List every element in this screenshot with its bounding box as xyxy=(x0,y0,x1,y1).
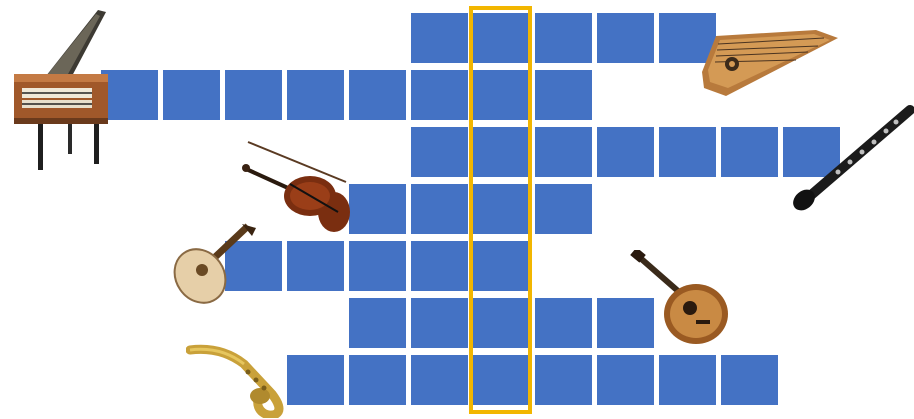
key-letter-cell[interactable] xyxy=(472,183,531,235)
letter-cell[interactable] xyxy=(348,183,407,235)
letter-cell[interactable] xyxy=(596,126,655,178)
letter-cell[interactable] xyxy=(410,354,469,406)
letter-cell[interactable] xyxy=(596,12,655,64)
letter-cell[interactable] xyxy=(162,69,221,121)
letter-cell[interactable] xyxy=(720,354,779,406)
letter-cell[interactable] xyxy=(410,69,469,121)
letter-cell[interactable] xyxy=(534,69,593,121)
saxophone-icon xyxy=(186,344,296,418)
letter-cell[interactable] xyxy=(534,354,593,406)
letter-cell[interactable] xyxy=(224,69,283,121)
key-letter-cell[interactable] xyxy=(472,240,531,292)
letter-cell[interactable] xyxy=(410,183,469,235)
letter-cell[interactable] xyxy=(348,297,407,349)
key-letter-cell[interactable] xyxy=(472,126,531,178)
letter-cell[interactable] xyxy=(720,126,779,178)
harpsichord-icon xyxy=(8,4,133,172)
letter-cell[interactable] xyxy=(410,240,469,292)
letter-cell[interactable] xyxy=(348,354,407,406)
key-letter-cell[interactable] xyxy=(472,297,531,349)
zither-icon xyxy=(696,24,842,100)
letter-cell[interactable] xyxy=(534,297,593,349)
clarinet-icon xyxy=(788,104,914,212)
letter-cell[interactable] xyxy=(596,354,655,406)
key-letter-cell[interactable] xyxy=(472,12,531,64)
letter-cell[interactable] xyxy=(410,126,469,178)
key-letter-cell[interactable] xyxy=(472,69,531,121)
letter-cell[interactable] xyxy=(534,12,593,64)
letter-cell[interactable] xyxy=(410,297,469,349)
letter-cell[interactable] xyxy=(410,12,469,64)
letter-cell[interactable] xyxy=(534,183,593,235)
letter-cell[interactable] xyxy=(348,240,407,292)
letter-cell[interactable] xyxy=(348,69,407,121)
letter-cell[interactable] xyxy=(286,240,345,292)
letter-cell[interactable] xyxy=(658,354,717,406)
key-letter-cell[interactable] xyxy=(472,354,531,406)
mandolin-icon xyxy=(630,250,730,348)
letter-cell[interactable] xyxy=(534,126,593,178)
lute-icon xyxy=(172,220,258,306)
letter-cell[interactable] xyxy=(658,126,717,178)
letter-cell[interactable] xyxy=(286,69,345,121)
